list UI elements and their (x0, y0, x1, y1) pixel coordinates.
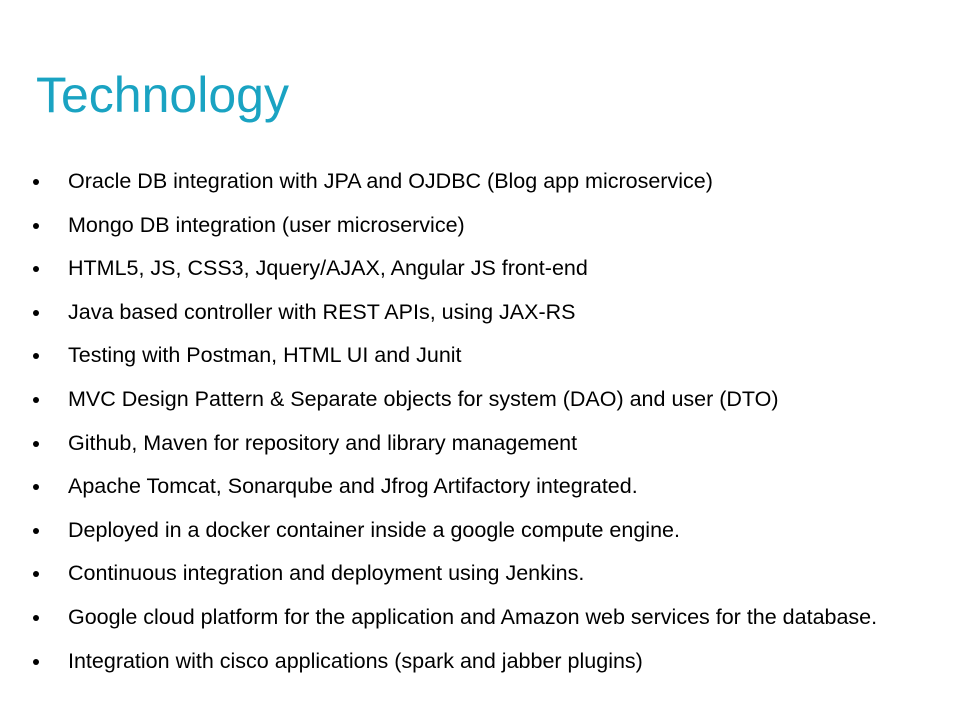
bullet-text: HTML5, JS, CSS3, Jquery/AJAX, Angular JS… (68, 256, 588, 281)
bullet-dot-icon (33, 440, 39, 447)
bullet-item: Testing with Postman, HTML UI and Junit (32, 340, 912, 370)
bullet-text: Oracle DB integration with JPA and OJDBC… (68, 169, 713, 193)
bullet-text: Github, Maven for repository and library… (68, 430, 578, 455)
bullet-item: Google cloud platform for the applicatio… (32, 602, 912, 632)
bullet-item: Oracle DB integration with JPA and OJDBC… (32, 166, 912, 196)
bullet-dot-icon (33, 658, 39, 665)
bullet-item: Integration with cisco applications (spa… (32, 646, 912, 676)
bullet-text: Apache Tomcat, Sonarqube and Jfrog Artif… (68, 474, 638, 499)
bullet-dot-icon (33, 222, 39, 229)
bullet-dot-icon (33, 396, 39, 403)
bullet-text: Testing with Postman, HTML UI and Junit (68, 343, 462, 368)
bullet-dot-icon (33, 309, 39, 316)
bullet-item: Java based controller with REST APIs, us… (32, 297, 912, 327)
bullet-text: Continuous integration and deployment us… (68, 561, 585, 586)
bullet-dot-icon (33, 266, 39, 273)
bullet-dot-icon (33, 527, 39, 534)
bullet-dot-icon (33, 571, 39, 578)
bullet-item: MVC Design Pattern & Separate objects fo… (32, 384, 912, 414)
bullet-text: Mongo DB integration (user microservice) (68, 212, 465, 237)
bullet-text: MVC Design Pattern & Separate objects fo… (68, 386, 779, 411)
bullet-text: Integration with cisco applications (spa… (68, 648, 643, 673)
bullet-text: Google cloud platform for the applicatio… (68, 604, 878, 629)
bullet-text: Java based controller with REST APIs, us… (68, 299, 576, 324)
bullet-text: Deployed in a docker container inside a … (68, 517, 680, 542)
slide-title: Technology (36, 67, 289, 123)
bullet-item: Deployed in a docker container inside a … (32, 515, 912, 545)
bullet-dot-icon (33, 353, 39, 360)
bullet-item: Github, Maven for repository and library… (32, 428, 912, 458)
bullet-list: Oracle DB integration with JPA and OJDBC… (32, 166, 912, 689)
bullet-item: Continuous integration and deployment us… (32, 558, 912, 588)
bullet-item: Mongo DB integration (user microservice) (32, 210, 912, 240)
bullet-dot-icon (33, 614, 39, 621)
bullet-item: Apache Tomcat, Sonarqube and Jfrog Artif… (32, 471, 912, 501)
bullet-item: HTML5, JS, CSS3, Jquery/AJAX, Angular JS… (32, 253, 912, 283)
bullet-dot-icon (33, 484, 39, 491)
bullet-dot-icon (33, 179, 39, 185)
